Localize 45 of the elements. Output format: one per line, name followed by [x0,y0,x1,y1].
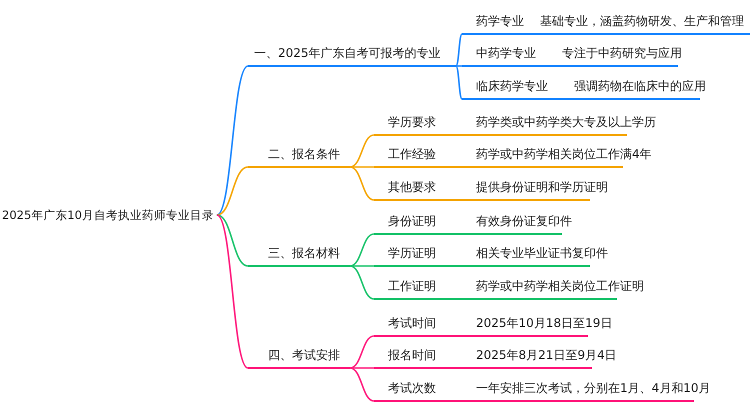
branch-connector [350,265,374,267]
topic-label: 考试时间 [388,314,436,332]
branch-connector [350,233,374,267]
topic-detail: 强调药物在临床中的应用 [574,78,706,94]
topic-detail: 相关专业毕业证书复印件 [476,244,608,262]
topic-label: 其他要求 [388,178,436,196]
topic-label: 身份证明 [388,212,436,230]
branch-connector [350,166,374,201]
branch-connector [350,335,374,369]
branch-connector [350,367,374,402]
topic-label: 工作经验 [388,146,436,162]
topic-label: 学历要求 [388,114,436,130]
topic-label: 一、2025年广东自考可报考的专业 [254,44,441,62]
topic-detail: 基础专业，涵盖药物研发、生产和管理 [540,12,744,30]
topic-detail: 专注于中药研究与应用 [562,44,682,62]
branch-connector [350,166,374,168]
topic-label: 工作证明 [388,278,436,294]
topic-label: 报名时间 [388,346,436,364]
topic-detail: 一年安排三次考试，分别在1月、4月和10月 [476,380,711,396]
branch-connector [350,265,374,300]
branch-connector [350,134,374,168]
topic-detail: 有效身份证复印件 [476,212,572,230]
topic-detail: 药学类或中药学类大专及以上学历 [476,114,656,130]
topic-label: 中药学专业 [476,44,536,62]
topic-label: 考试次数 [388,380,436,396]
topic-detail: 药学或中药学相关岗位工作证明 [476,278,644,294]
topic-detail: 2025年10月18日至19日 [476,314,612,332]
topic-label: 学历证明 [388,244,436,262]
topic-detail: 2025年8月21日至9月4日 [476,346,617,364]
topic-detail: 药学或中药学相关岗位工作满4年 [476,146,652,162]
topic-label: 药学专业 [476,12,524,30]
topic-label: 临床药学专业 [476,78,548,94]
topic-label: 2025年广东10月自考执业药师专业目录 [2,208,214,222]
branch-connector [456,65,462,67]
topic-label: 三、报名材料 [268,244,340,262]
branch-connector [455,66,463,100]
topic-label: 四、考试安排 [268,346,340,364]
branch-connector [350,367,374,369]
topic-label: 二、报名条件 [268,146,340,162]
topic-detail: 提供身份证明和学历证明 [476,178,608,196]
branch-connector [216,166,248,216]
branch-connector [216,214,249,369]
branch-connector [455,34,463,66]
branch-connector [216,65,248,216]
branch-connector [216,214,248,267]
